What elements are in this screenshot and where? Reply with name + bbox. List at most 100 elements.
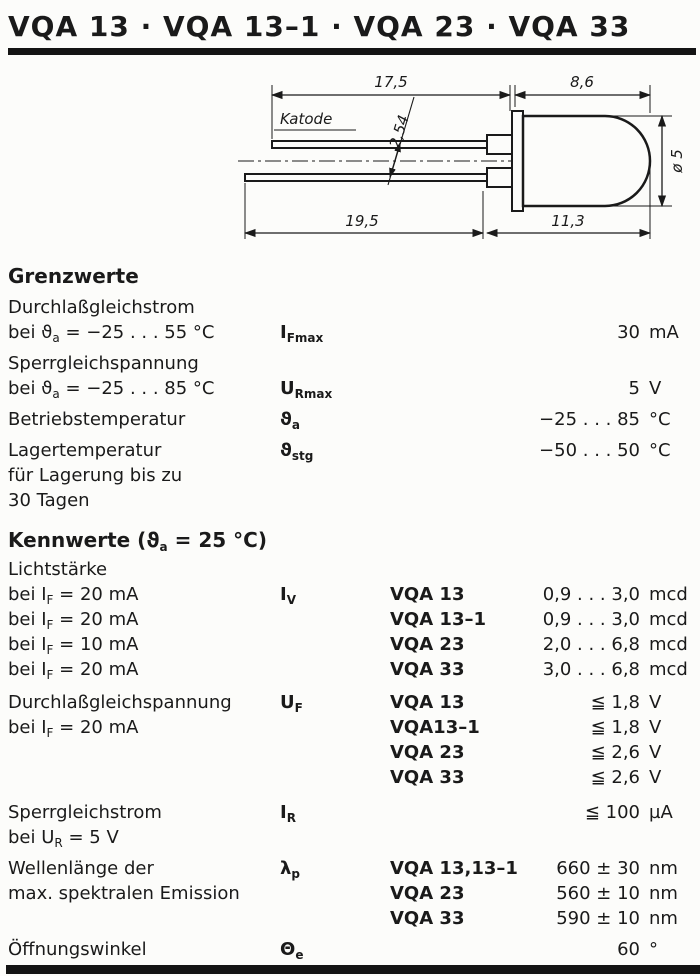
row-label: max. spektralen Emission: [8, 883, 240, 904]
row-label: 30 Tagen: [8, 490, 90, 511]
spec-row: für Lagerung bis zu: [8, 463, 694, 488]
row-label: bei ϑa = −25 . . . 55 °C: [8, 322, 215, 345]
value: 30: [617, 322, 640, 343]
symbol: IFmax: [280, 322, 324, 345]
unit: nm: [649, 883, 678, 904]
section-heading-grenzwerte: Grenzwerte: [8, 264, 139, 288]
subsection-lichtstaerke: Lichtstärke: [8, 559, 108, 580]
variant-name: VQA 33: [390, 659, 465, 680]
spec-row: Wellenlänge der λp VQA 13,13–1 660 ± 30 …: [8, 856, 694, 881]
variant-name: VQA 33: [390, 908, 465, 929]
value: ≦ 1,8: [590, 692, 640, 713]
spec-row: bei IF = 20 mA IV VQA 13 0,9 . . . 3,0 m…: [8, 582, 694, 607]
value: 0,9 . . . 3,0: [542, 609, 640, 630]
value: 590 ± 10: [556, 908, 640, 929]
page-title: VQA 13 · VQA 13–1 · VQA 23 · VQA 33: [8, 10, 631, 43]
bottom-rule: [6, 965, 700, 974]
row-label: Öffnungswinkel: [8, 939, 147, 960]
unit: mcd: [649, 634, 688, 655]
value: −50 . . . 50: [539, 440, 640, 461]
variant-name: VQA13–1: [390, 717, 480, 738]
value: 560 ± 10: [556, 883, 640, 904]
spec-row: VQA 33 590 ± 10 nm: [8, 906, 694, 931]
spec-row: bei ϑa = −25 . . . 55 °C IFmax 30 mA: [8, 320, 694, 345]
value: 60: [617, 939, 640, 960]
value: 2,0 . . . 6,8: [542, 634, 640, 655]
row-label: Betriebstemperatur: [8, 409, 186, 430]
value: ≦ 2,6: [590, 767, 640, 788]
lead-tab-bottom: [486, 167, 513, 188]
row-label: bei IF = 20 mA: [8, 609, 139, 632]
cathode-lead: [271, 140, 495, 149]
unit: °C: [649, 409, 671, 430]
spec-row: Sperrgleichstrom IR ≦ 100 µA: [8, 800, 694, 825]
unit: mcd: [649, 609, 688, 630]
spec-row: Durchlaßgleichstrom: [8, 295, 694, 320]
variant-name: VQA 13: [390, 692, 465, 713]
unit: V: [649, 767, 662, 788]
row-label: bei ϑa = −25 . . . 85 °C: [8, 378, 215, 401]
row-label: bei UR = 5 V: [8, 827, 119, 850]
symbol: URmax: [280, 378, 333, 401]
spec-row: Lagertemperatur ϑstg −50 . . . 50 °C: [8, 438, 694, 463]
value: ≦ 2,6: [590, 742, 640, 763]
unit: mcd: [649, 584, 688, 605]
dimension-label-17-5: 17,5: [374, 73, 407, 91]
row-label: Sperrgleichspannung: [8, 353, 199, 374]
row-label: für Lagerung bis zu: [8, 465, 183, 486]
row-label: bei IF = 20 mA: [8, 659, 139, 682]
spec-row: Durchlaßgleichspannung UF VQA 13 ≦ 1,8 V: [8, 690, 694, 715]
spec-row: bei UR = 5 V: [8, 825, 694, 850]
unit: V: [649, 717, 662, 738]
value: ≦ 100: [584, 802, 640, 823]
unit: °C: [649, 440, 671, 461]
symbol: Θe: [280, 939, 304, 962]
spec-row: Sperrgleichspannung: [8, 351, 694, 376]
spec-row: VQA 23 ≦ 2,6 V: [8, 740, 694, 765]
spec-row: bei IF = 20 mA VQA 33 3,0 . . . 6,8 mcd: [8, 657, 694, 682]
variant-name: VQA 33: [390, 767, 465, 788]
dimension-label-diameter: ø 5: [668, 149, 686, 174]
variant-name: VQA 23: [390, 634, 465, 655]
value: 0,9 . . . 3,0: [542, 584, 640, 605]
spec-row: VQA 33 ≦ 2,6 V: [8, 765, 694, 790]
spec-row: bei IF = 10 mA VQA 23 2,0 . . . 6,8 mcd: [8, 632, 694, 657]
unit: °: [649, 939, 658, 960]
symbol: λp: [280, 858, 300, 881]
row-label: Sperrgleichstrom: [8, 802, 162, 823]
unit: V: [649, 742, 662, 763]
unit: mA: [649, 322, 679, 343]
variant-name: VQA 13–1: [390, 609, 487, 630]
title-rule: [8, 48, 696, 55]
variant-name: VQA 23: [390, 883, 465, 904]
row-label: Durchlaßgleichspannung: [8, 692, 232, 713]
value: 5: [628, 378, 640, 399]
cathode-label: Katode: [280, 110, 332, 128]
unit: V: [649, 378, 662, 399]
variant-name: VQA 23: [390, 742, 465, 763]
spec-row: Öffnungswinkel Θe 60 °: [8, 937, 694, 962]
spec-tables: Grenzwerte Durchlaßgleichstrom bei ϑa = …: [0, 255, 700, 962]
symbol: ϑa: [280, 409, 301, 432]
led-flange: [511, 110, 524, 212]
row-label: bei IF = 10 mA: [8, 634, 139, 657]
spec-row: 30 Tagen: [8, 488, 694, 513]
unit: mcd: [649, 659, 688, 680]
spec-row: Betriebstemperatur ϑa −25 . . . 85 °C: [8, 407, 694, 432]
spec-row: bei IF = 20 mA VQA 13–1 0,9 . . . 3,0 mc…: [8, 607, 694, 632]
dimension-label-11-3: 11,3: [551, 212, 584, 230]
value: 3,0 . . . 6,8: [542, 659, 640, 680]
symbol: ϑstg: [280, 440, 314, 463]
row-label: bei IF = 20 mA: [8, 717, 139, 740]
row-label: Wellenlänge der: [8, 858, 154, 879]
variant-name: VQA 13,13–1: [390, 858, 518, 879]
symbol: IR: [280, 802, 296, 825]
symbol: UF: [280, 692, 303, 715]
spec-row: max. spektralen Emission VQA 23 560 ± 10…: [8, 881, 694, 906]
value: ≦ 1,8: [590, 717, 640, 738]
led-dimension-drawing: 17,5 8,6 Katode 2,54 ø 5 19,5 11,3: [238, 73, 686, 239]
unit: V: [649, 692, 662, 713]
value: 660 ± 30: [556, 858, 640, 879]
value: −25 . . . 85: [539, 409, 640, 430]
